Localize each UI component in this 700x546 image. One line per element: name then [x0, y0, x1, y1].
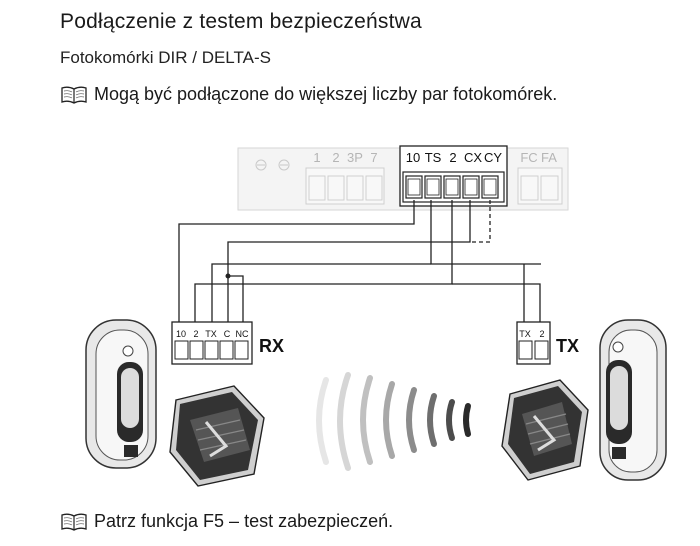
rx-terminal-label: 10: [176, 329, 186, 339]
note-multiple-pairs: Mogą być podłączone do większej liczby p…: [60, 84, 557, 105]
faded-terminal-block-right: [517, 167, 563, 205]
note-f5-function: Patrz funkcja F5 – test zabezpieczeń.: [60, 511, 393, 532]
terminal-label-10: 10: [406, 150, 420, 165]
terminal-label-cx: CX: [464, 150, 482, 165]
terminal-label-cy: CY: [484, 150, 502, 165]
faded-terminal-block-left: [305, 167, 385, 205]
faded-terminal-label: FC: [520, 150, 537, 165]
note-text: Mogą być podłączone do większej liczby p…: [94, 84, 558, 104]
terminal-label-2: 2: [449, 150, 456, 165]
terminal-label-ts: TS: [425, 150, 442, 165]
photocell-cube-right-icon: [501, 379, 589, 481]
photocell-rx-icon: [85, 319, 157, 469]
faded-terminal-label: 7: [370, 150, 377, 165]
page-subtitle: Fotokomórki DIR / DELTA-S: [60, 48, 271, 67]
tx-terminal-label: TX: [519, 329, 531, 339]
wiring: [178, 200, 541, 330]
beam-waves-icon: [316, 372, 471, 471]
page-title: Podłączenie z testem bezpieczeństwa: [60, 10, 422, 33]
tx-label: TX: [556, 336, 579, 356]
board-screw-left: [255, 159, 290, 171]
rx-terminal-label: C: [224, 329, 231, 339]
faded-terminal-label: 3P: [347, 150, 363, 165]
manual-book-icon: [61, 86, 87, 104]
faded-terminal-label: 1: [313, 150, 320, 165]
rx-label: RX: [259, 336, 284, 356]
rx-terminal-label: TX: [205, 329, 217, 339]
tx-terminal-block: [516, 321, 551, 365]
wire-junction-dot: [225, 273, 231, 279]
faded-terminal-label: FA: [541, 150, 557, 165]
active-terminal-block: [399, 145, 508, 207]
rx-terminal-label: NC: [236, 329, 249, 339]
rx-terminal-block: [171, 321, 253, 365]
faded-terminal-label: 2: [332, 150, 339, 165]
manual-book-icon: [61, 513, 87, 531]
control-board: 1 2 3P 7 10 TS 2 CX CY FC: [237, 145, 569, 211]
photocell-tx-icon: [599, 319, 667, 481]
note-text: Patrz funkcja F5 – test zabezpieczeń.: [94, 511, 394, 531]
rx-terminal-label: 2: [193, 329, 198, 339]
tx-terminal-label: 2: [539, 329, 544, 339]
photocell-cube-left-icon: [169, 385, 265, 487]
